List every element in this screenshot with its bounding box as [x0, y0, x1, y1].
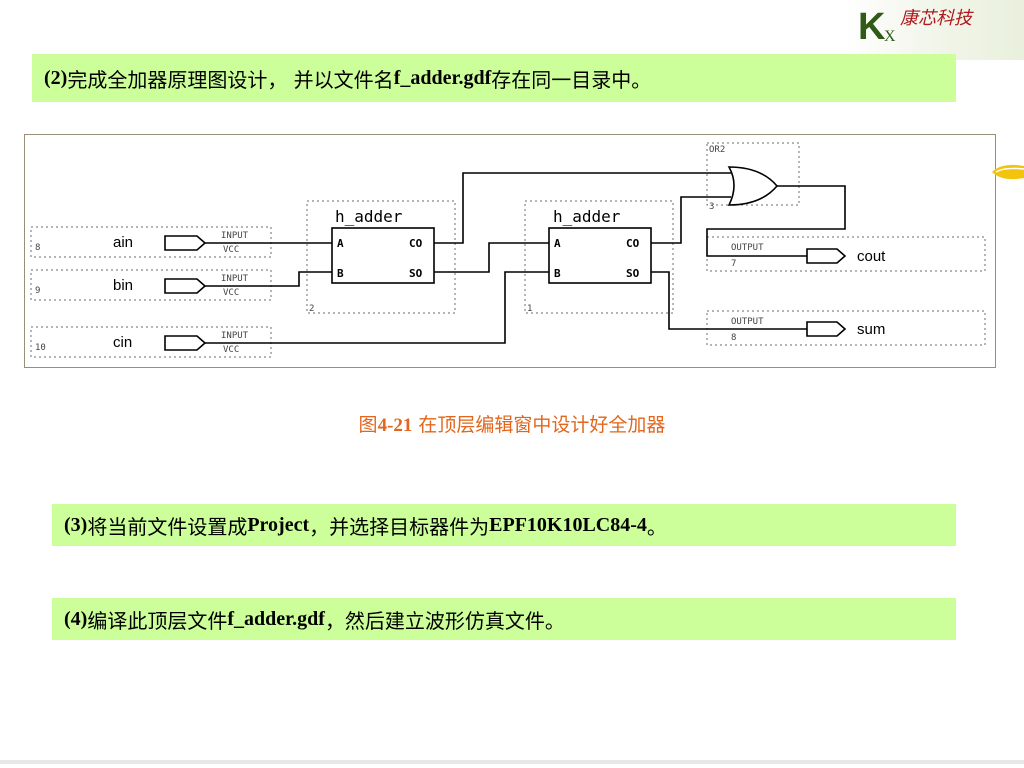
step-3-number: (3): [64, 513, 88, 536]
half-adder-2-port-b: B: [337, 267, 344, 280]
pin-number-cin: 10: [35, 343, 46, 353]
bottom-rule: [0, 760, 1024, 764]
output-sum: OUTPUT 8 sum: [706, 310, 986, 346]
output-tag-cout: OUTPUT: [731, 243, 764, 253]
input-tag-bin: INPUT: [221, 274, 249, 284]
half-adder-1-port-b: B: [554, 267, 561, 280]
input-pin-bin: [164, 278, 207, 294]
step-2-text-a: 完成全加器原理图设计， 并以文件名: [67, 67, 394, 92]
output-pin-sum: [806, 321, 847, 337]
schematic-wires: [205, 172, 846, 344]
step-4-text-a: 编译此顶层文件: [87, 608, 228, 633]
caption-fig-word: 图: [358, 414, 378, 436]
step-2-filename: f_adder.gdf: [393, 66, 492, 89]
half-adder-1-port-co: CO: [626, 237, 640, 250]
pin-number-ain: 8: [35, 243, 40, 253]
input-ain: 8 ain INPUT VCC: [30, 226, 272, 258]
input-vcc-bin: VCC: [223, 288, 239, 298]
half-adder-2-port-so: SO: [409, 267, 423, 280]
output-tag-sum: OUTPUT: [731, 317, 764, 327]
arrow-decoration-icon: [992, 164, 1024, 180]
half-adder-2-port-a: A: [337, 237, 344, 250]
logo-background: [844, 0, 1024, 60]
half-adder-1: h_adder A B CO SO 1: [524, 200, 674, 314]
step-3-project: Project: [247, 513, 310, 536]
output-label-sum: sum: [857, 321, 885, 338]
input-vcc-ain: VCC: [223, 245, 239, 255]
input-tag-cin: INPUT: [221, 331, 249, 341]
output-pin-number-sum: 8: [731, 333, 736, 343]
step-2-note: (2) 完成全加器原理图设计， 并以文件名 f_adder.gdf 存在同一目录…: [32, 54, 956, 102]
step-4-note: (4) 编译此顶层文件 f_adder.gdf ，然后建立波形仿真文件。: [52, 598, 956, 640]
output-label-cout: cout: [857, 248, 886, 265]
output-cout: OUTPUT 7 cout: [706, 236, 986, 272]
or2-gate-name: OR2: [709, 145, 725, 155]
full-adder-schematic: .w { stroke:#000; stroke-width:1.6; fill…: [30, 142, 986, 358]
input-pin-ain: [164, 235, 207, 251]
half-adder-1-title: h_adder: [553, 207, 621, 226]
step-4-text-b: ，然后建立波形仿真文件。: [324, 608, 565, 633]
half-adder-1-instance: 1: [527, 304, 532, 314]
step-3-text-c: 。: [646, 514, 667, 539]
output-pin-number-cout: 7: [731, 259, 736, 269]
input-label-bin: bin: [113, 277, 133, 294]
half-adder-2-title: h_adder: [335, 207, 403, 226]
caption-text: 在顶层编辑窗中设计好全加器: [412, 414, 666, 436]
step-3-text-a: 将当前文件设置成: [87, 514, 248, 539]
input-vcc-cin: VCC: [223, 345, 239, 355]
step-2-text-b: 存在同一目录中。: [491, 67, 652, 92]
step-4-number: (4): [64, 607, 88, 630]
half-adder-2-port-co: CO: [409, 237, 423, 250]
logo-letter-x: X: [884, 28, 896, 45]
input-tag-ain: INPUT: [221, 231, 249, 241]
half-adder-2-instance: 2: [309, 304, 314, 314]
output-pin-cout: [806, 248, 847, 264]
input-pin-cin: [164, 335, 207, 351]
input-label-ain: ain: [113, 234, 133, 251]
step-2-number: (2): [44, 66, 68, 89]
step-4-filename: f_adder.gdf: [227, 607, 325, 630]
or2-gate: OR2 3: [706, 142, 800, 212]
company-name: 康芯科技: [900, 8, 972, 29]
or2-gate-instance: 3: [709, 202, 714, 212]
step-3-text-b: ，并选择目标器件为: [309, 514, 490, 539]
caption-fig-number: 4-21: [377, 415, 413, 436]
half-adder-1-port-so: SO: [626, 267, 640, 280]
step-3-device: EPF10K10LC84-4: [489, 513, 647, 536]
figure-caption: 图4-21 在顶层编辑窗中设计好全加器: [0, 410, 1024, 437]
schematic-frame: .w { stroke:#000; stroke-width:1.6; fill…: [24, 134, 996, 368]
logo-letter-k: K: [858, 6, 886, 48]
half-adder-1-port-a: A: [554, 237, 561, 250]
step-3-note: (3) 将当前文件设置成 Project ，并选择目标器件为 EPF10K10L…: [52, 504, 956, 546]
input-label-cin: cin: [113, 334, 132, 351]
half-adder-2: h_adder A B CO SO 2: [306, 200, 456, 314]
input-cin: 10 cin INPUT VCC: [30, 326, 272, 358]
or2-gate-symbol: [727, 166, 779, 206]
input-bin: 9 bin INPUT VCC: [30, 269, 272, 301]
pin-number-bin: 9: [35, 286, 40, 296]
